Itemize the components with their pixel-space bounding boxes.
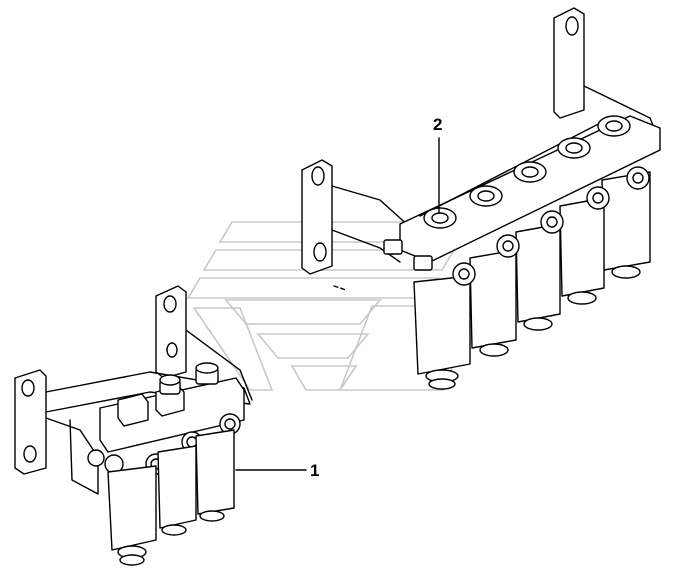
valve-assembly-1	[14, 285, 253, 566]
callout-label-2: 2	[433, 115, 443, 134]
mounting-bracket-top	[553, 7, 585, 119]
mounting-bracket-left	[14, 369, 47, 475]
callout-label-1: 1	[310, 461, 320, 480]
valve-assembly-2	[301, 7, 661, 390]
mounting-bracket-mid	[301, 159, 333, 275]
mounting-bracket-upper	[155, 285, 187, 379]
